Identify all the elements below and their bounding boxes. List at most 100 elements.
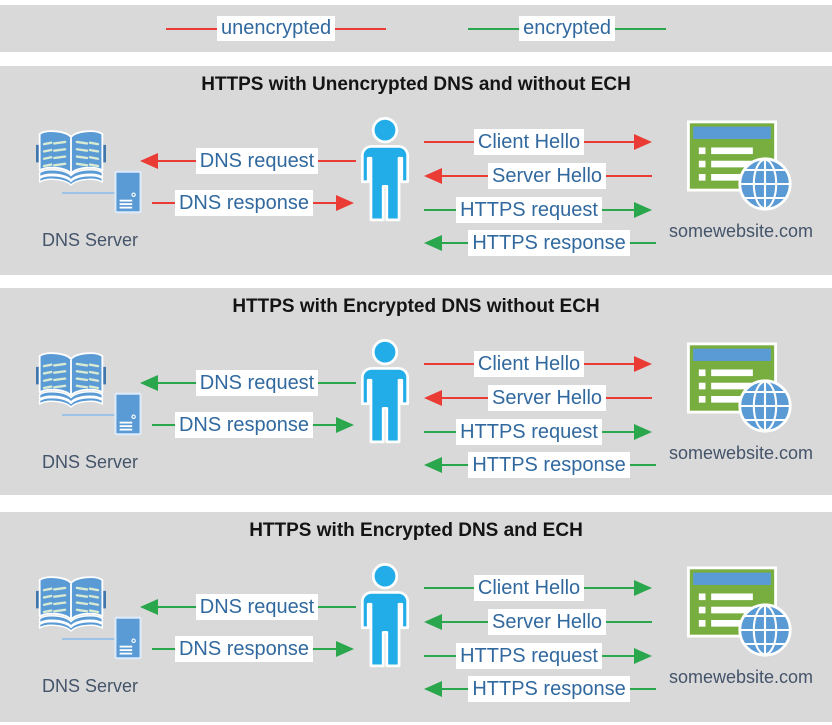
arrowhead-left-icon: [424, 681, 442, 697]
globe-icon: [738, 157, 792, 211]
arrow-line: [318, 382, 356, 384]
arrow-line: [424, 655, 457, 657]
arrow-line: [424, 431, 457, 433]
arrowhead-left-icon: [140, 375, 158, 391]
arrow-label: Server Hello: [487, 385, 607, 411]
arrow-line: [313, 424, 336, 426]
website-label: somewebsite.com: [668, 667, 814, 687]
arrow-line: [442, 397, 488, 399]
arrow-client-hello: Client Hello: [424, 128, 653, 156]
arrow-label: Server Hello: [487, 163, 607, 189]
arrow-line: [629, 464, 657, 466]
dns-server-label: DNS Server: [41, 452, 139, 472]
arrow-line: [424, 363, 474, 365]
arrow-line: [313, 648, 336, 650]
arrowhead-left-icon: [424, 235, 442, 251]
arrow-dns-request: DNS request: [140, 369, 356, 397]
arrowhead-left-icon: [140, 153, 158, 169]
dns-server-label: DNS Server: [41, 230, 139, 250]
arrow-client-hello: Client Hello: [424, 574, 653, 602]
arrow-line: [584, 141, 635, 143]
arrow-line: [442, 464, 469, 466]
arrow-label: DNS response: [174, 412, 314, 438]
arrow-line: [158, 160, 196, 162]
scenario-panel-encrypted-dns-no-ech: HTTPS with Encrypted DNS without ECH DNS…: [0, 288, 832, 495]
arrow-client-hello: Client Hello: [424, 350, 653, 378]
dns-server-tower-icon: [114, 616, 142, 660]
legend-label-encrypted: encrypted: [519, 16, 615, 41]
panel-title: HTTPS with Unencrypted DNS and without E…: [201, 74, 631, 95]
globe-icon: [738, 603, 792, 657]
arrow-https-request: HTTPS request: [424, 418, 653, 446]
arrow-label: DNS response: [174, 190, 314, 216]
website-label: somewebsite.com: [668, 221, 814, 241]
arrow-label: DNS response: [174, 636, 314, 662]
arrow-https-request: HTTPS request: [424, 196, 653, 224]
book-server-connector-line: [62, 414, 120, 416]
arrow-label: DNS request: [195, 594, 319, 620]
arrow-https-response: HTTPS response: [424, 229, 657, 257]
arrow-label: Client Hello: [473, 129, 585, 155]
arrow-line: [601, 209, 635, 211]
person-icon: [360, 338, 410, 444]
dns-book-icon: [36, 130, 106, 186]
panel-title: HTTPS with Encrypted DNS and ECH: [249, 520, 583, 541]
arrow-dns-response: DNS response: [152, 635, 354, 663]
legend-item-unencrypted: unencrypted: [166, 16, 387, 41]
globe-icon: [738, 379, 792, 433]
arrow-label: HTTPS request: [456, 419, 602, 445]
arrow-line: [584, 587, 635, 589]
arrow-line: [629, 688, 657, 690]
panel-title: HTTPS with Encrypted DNS without ECH: [232, 296, 600, 317]
arrow-line: [152, 202, 175, 204]
arrow-line: [606, 175, 653, 177]
legend-label-unencrypted: unencrypted: [217, 16, 336, 41]
scenario-panel-encrypted-dns-and-ech: HTTPS with Encrypted DNS and ECH DNS Ser…: [0, 512, 832, 722]
arrowhead-left-icon: [424, 457, 442, 473]
arrow-line: [318, 160, 356, 162]
arrow-dns-response: DNS response: [152, 411, 354, 439]
arrowhead-left-icon: [140, 599, 158, 615]
arrow-label: Client Hello: [473, 575, 585, 601]
arrow-line: [158, 606, 196, 608]
arrowhead-right-icon: [336, 417, 354, 433]
dns-server-label: DNS Server: [41, 676, 139, 696]
arrowhead-right-icon: [336, 195, 354, 211]
arrowhead-right-icon: [336, 641, 354, 657]
arrow-line: [442, 242, 469, 244]
arrow-https-request: HTTPS request: [424, 642, 653, 670]
encrypted-line-right: [614, 27, 666, 30]
arrow-line: [424, 209, 457, 211]
arrowhead-right-icon: [634, 134, 653, 150]
arrow-server-hello: Server Hello: [424, 384, 653, 412]
arrowhead-left-icon: [424, 168, 442, 184]
arrow-label: Server Hello: [487, 609, 607, 635]
arrowhead-right-icon: [634, 202, 653, 218]
arrow-label: Client Hello: [473, 351, 585, 377]
arrow-label: HTTPS request: [456, 197, 602, 223]
arrowhead-right-icon: [634, 580, 653, 596]
person-icon: [360, 116, 410, 222]
arrow-line: [158, 382, 196, 384]
encrypted-line-left: [468, 27, 520, 30]
arrow-server-hello: Server Hello: [424, 608, 653, 636]
arrow-line: [313, 202, 336, 204]
arrow-line: [442, 621, 488, 623]
scenario-panel-unencrypted-dns-no-ech: HTTPS with Unencrypted DNS and without E…: [0, 66, 832, 275]
arrow-line: [318, 606, 356, 608]
arrowhead-right-icon: [634, 424, 653, 440]
website-window-icon: [687, 342, 777, 414]
unencrypted-line-right: [335, 27, 387, 30]
arrow-line: [424, 141, 474, 143]
arrow-line: [629, 242, 657, 244]
arrow-line: [601, 655, 635, 657]
arrow-label: HTTPS response: [468, 452, 630, 478]
arrow-line: [584, 363, 635, 365]
arrow-line: [442, 688, 469, 690]
arrow-label: HTTPS response: [468, 230, 630, 256]
arrowhead-right-icon: [634, 356, 653, 372]
dns-server-tower-icon: [114, 392, 142, 436]
arrow-dns-response: DNS response: [152, 189, 354, 217]
arrow-dns-request: DNS request: [140, 593, 356, 621]
